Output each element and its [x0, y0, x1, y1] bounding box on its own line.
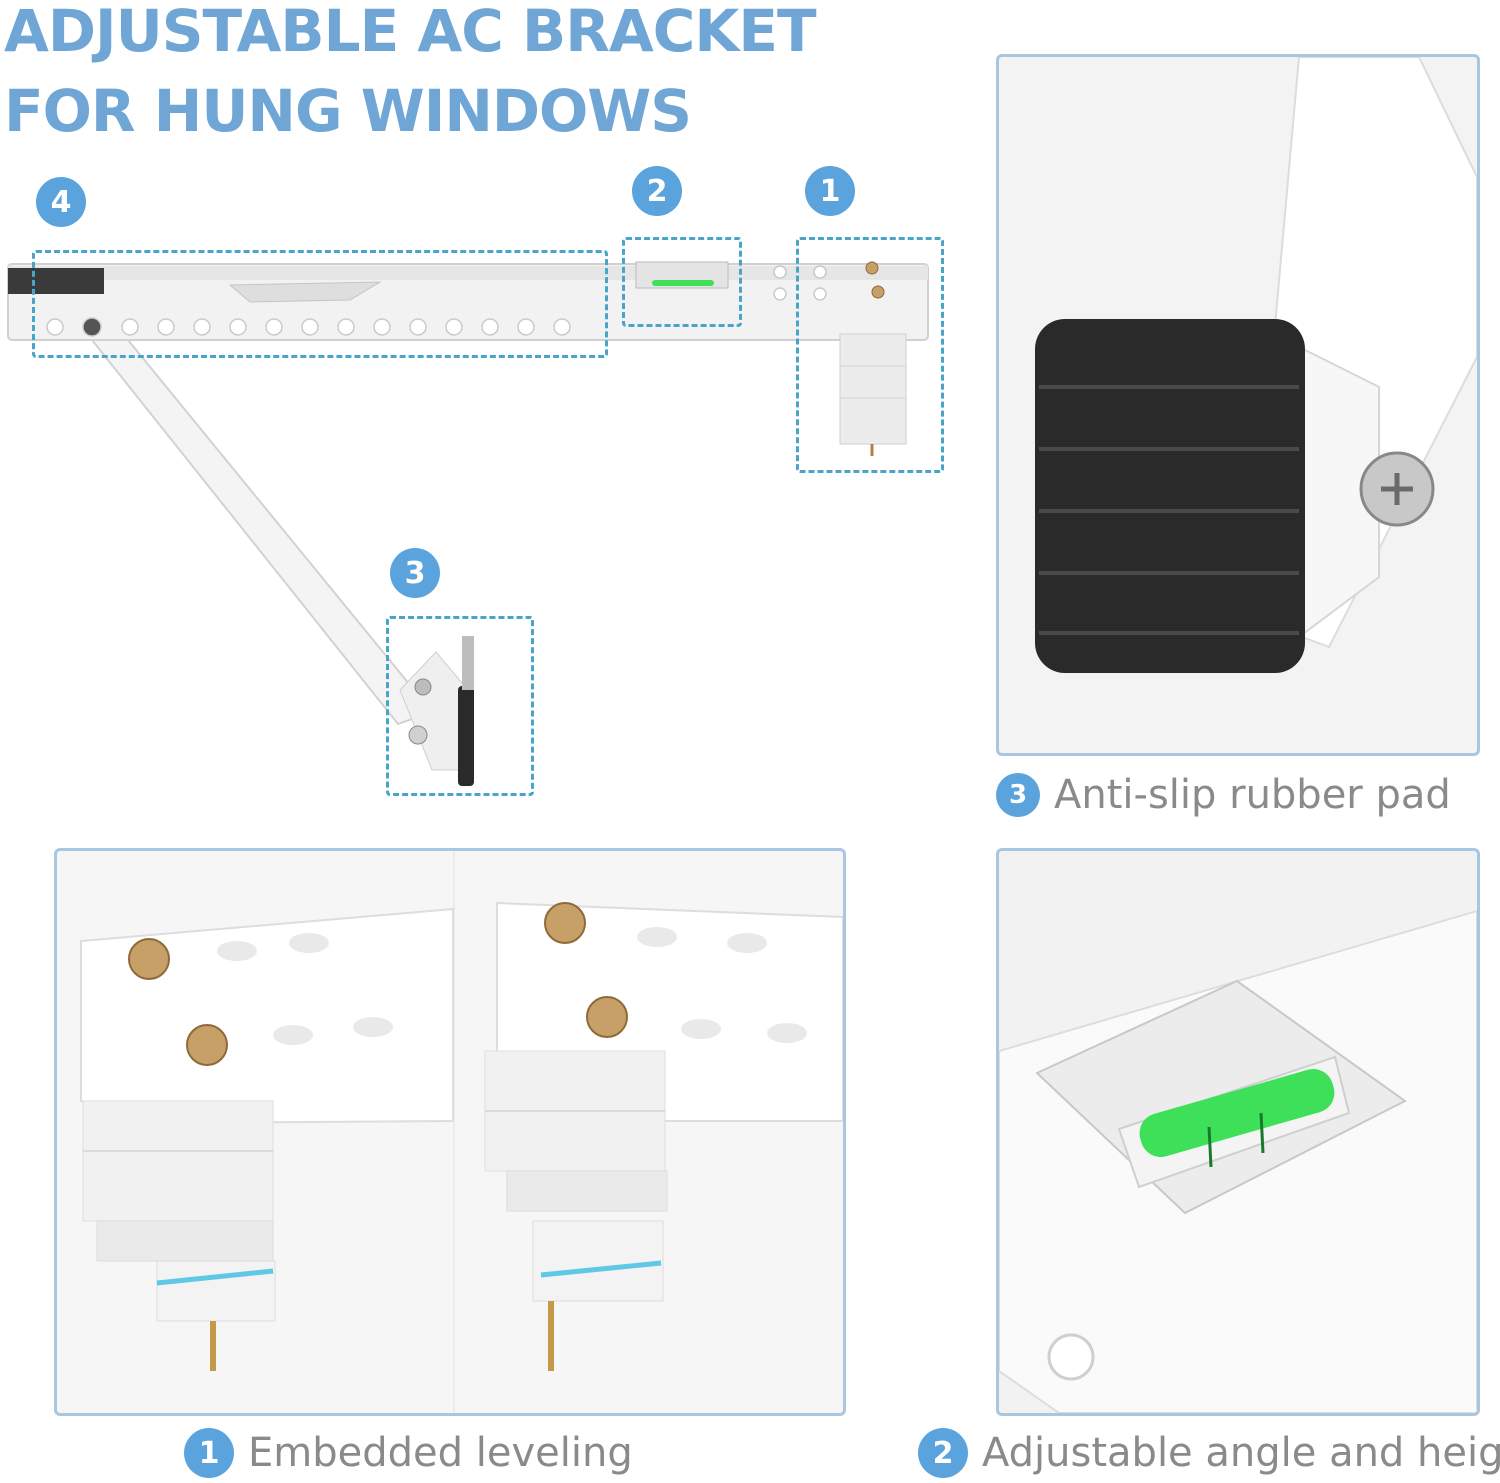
rubber-pad-illustration	[1035, 57, 1477, 673]
bracket-diagram	[0, 0, 960, 820]
callout-frame-2	[622, 237, 742, 327]
bracket-illustration	[7, 261, 929, 786]
level-bubble-illustration	[999, 909, 1477, 1413]
callout-badge-2: 2	[632, 166, 682, 216]
level-bubble-panel	[996, 848, 1480, 1416]
callout-frame-4	[32, 250, 608, 358]
caption-leveling: 1 Embedded leveling	[184, 1428, 633, 1478]
rubber-pad-panel	[996, 54, 1480, 756]
leveling-illustration	[80, 851, 843, 1413]
leveling-panel	[54, 848, 846, 1416]
title-line-2: FOR HUNG WINDOWS	[4, 77, 692, 145]
caption-angle-height: 2 Adjustable angle and height	[918, 1428, 1500, 1478]
callout-badge-4: 4	[36, 177, 86, 227]
title-line-1: ADJUSTABLE AC BRACKET	[4, 0, 817, 65]
adjustment-holes	[46, 265, 827, 337]
callout-badge-1: 1	[805, 166, 855, 216]
caption-badge-2: 2	[918, 1428, 968, 1478]
caption-rubber-pad-text: Anti-slip rubber pad	[1054, 772, 1451, 818]
caption-angle-height-text: Adjustable angle and height	[982, 1430, 1500, 1476]
caption-leveling-text: Embedded leveling	[248, 1430, 633, 1476]
callout-frame-1	[796, 237, 944, 473]
callout-frame-3	[386, 616, 534, 796]
caption-badge-1: 1	[184, 1428, 234, 1478]
caption-badge-3: 3	[996, 773, 1040, 817]
caption-rubber-pad: 3 Anti-slip rubber pad	[996, 772, 1451, 818]
callout-badge-3: 3	[390, 548, 440, 598]
